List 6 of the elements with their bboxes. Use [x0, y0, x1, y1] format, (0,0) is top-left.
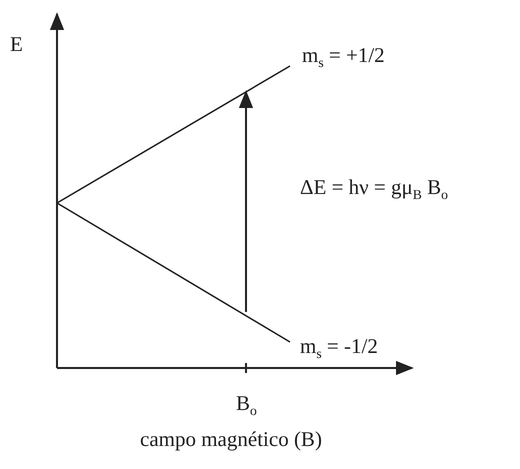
axis-label: campo magnético (B) [140, 428, 322, 452]
level-label: m$_{s}$ = +1/2 [302, 44, 385, 70]
equation-text: ΔE = hν = gμ$_{B}$ B$_{o}$ [300, 176, 448, 202]
tick-label: B$_{o}$ [236, 392, 257, 418]
level-label: m$_{s}$ = -1/2 [300, 335, 378, 362]
axis-label: E [10, 33, 23, 56]
